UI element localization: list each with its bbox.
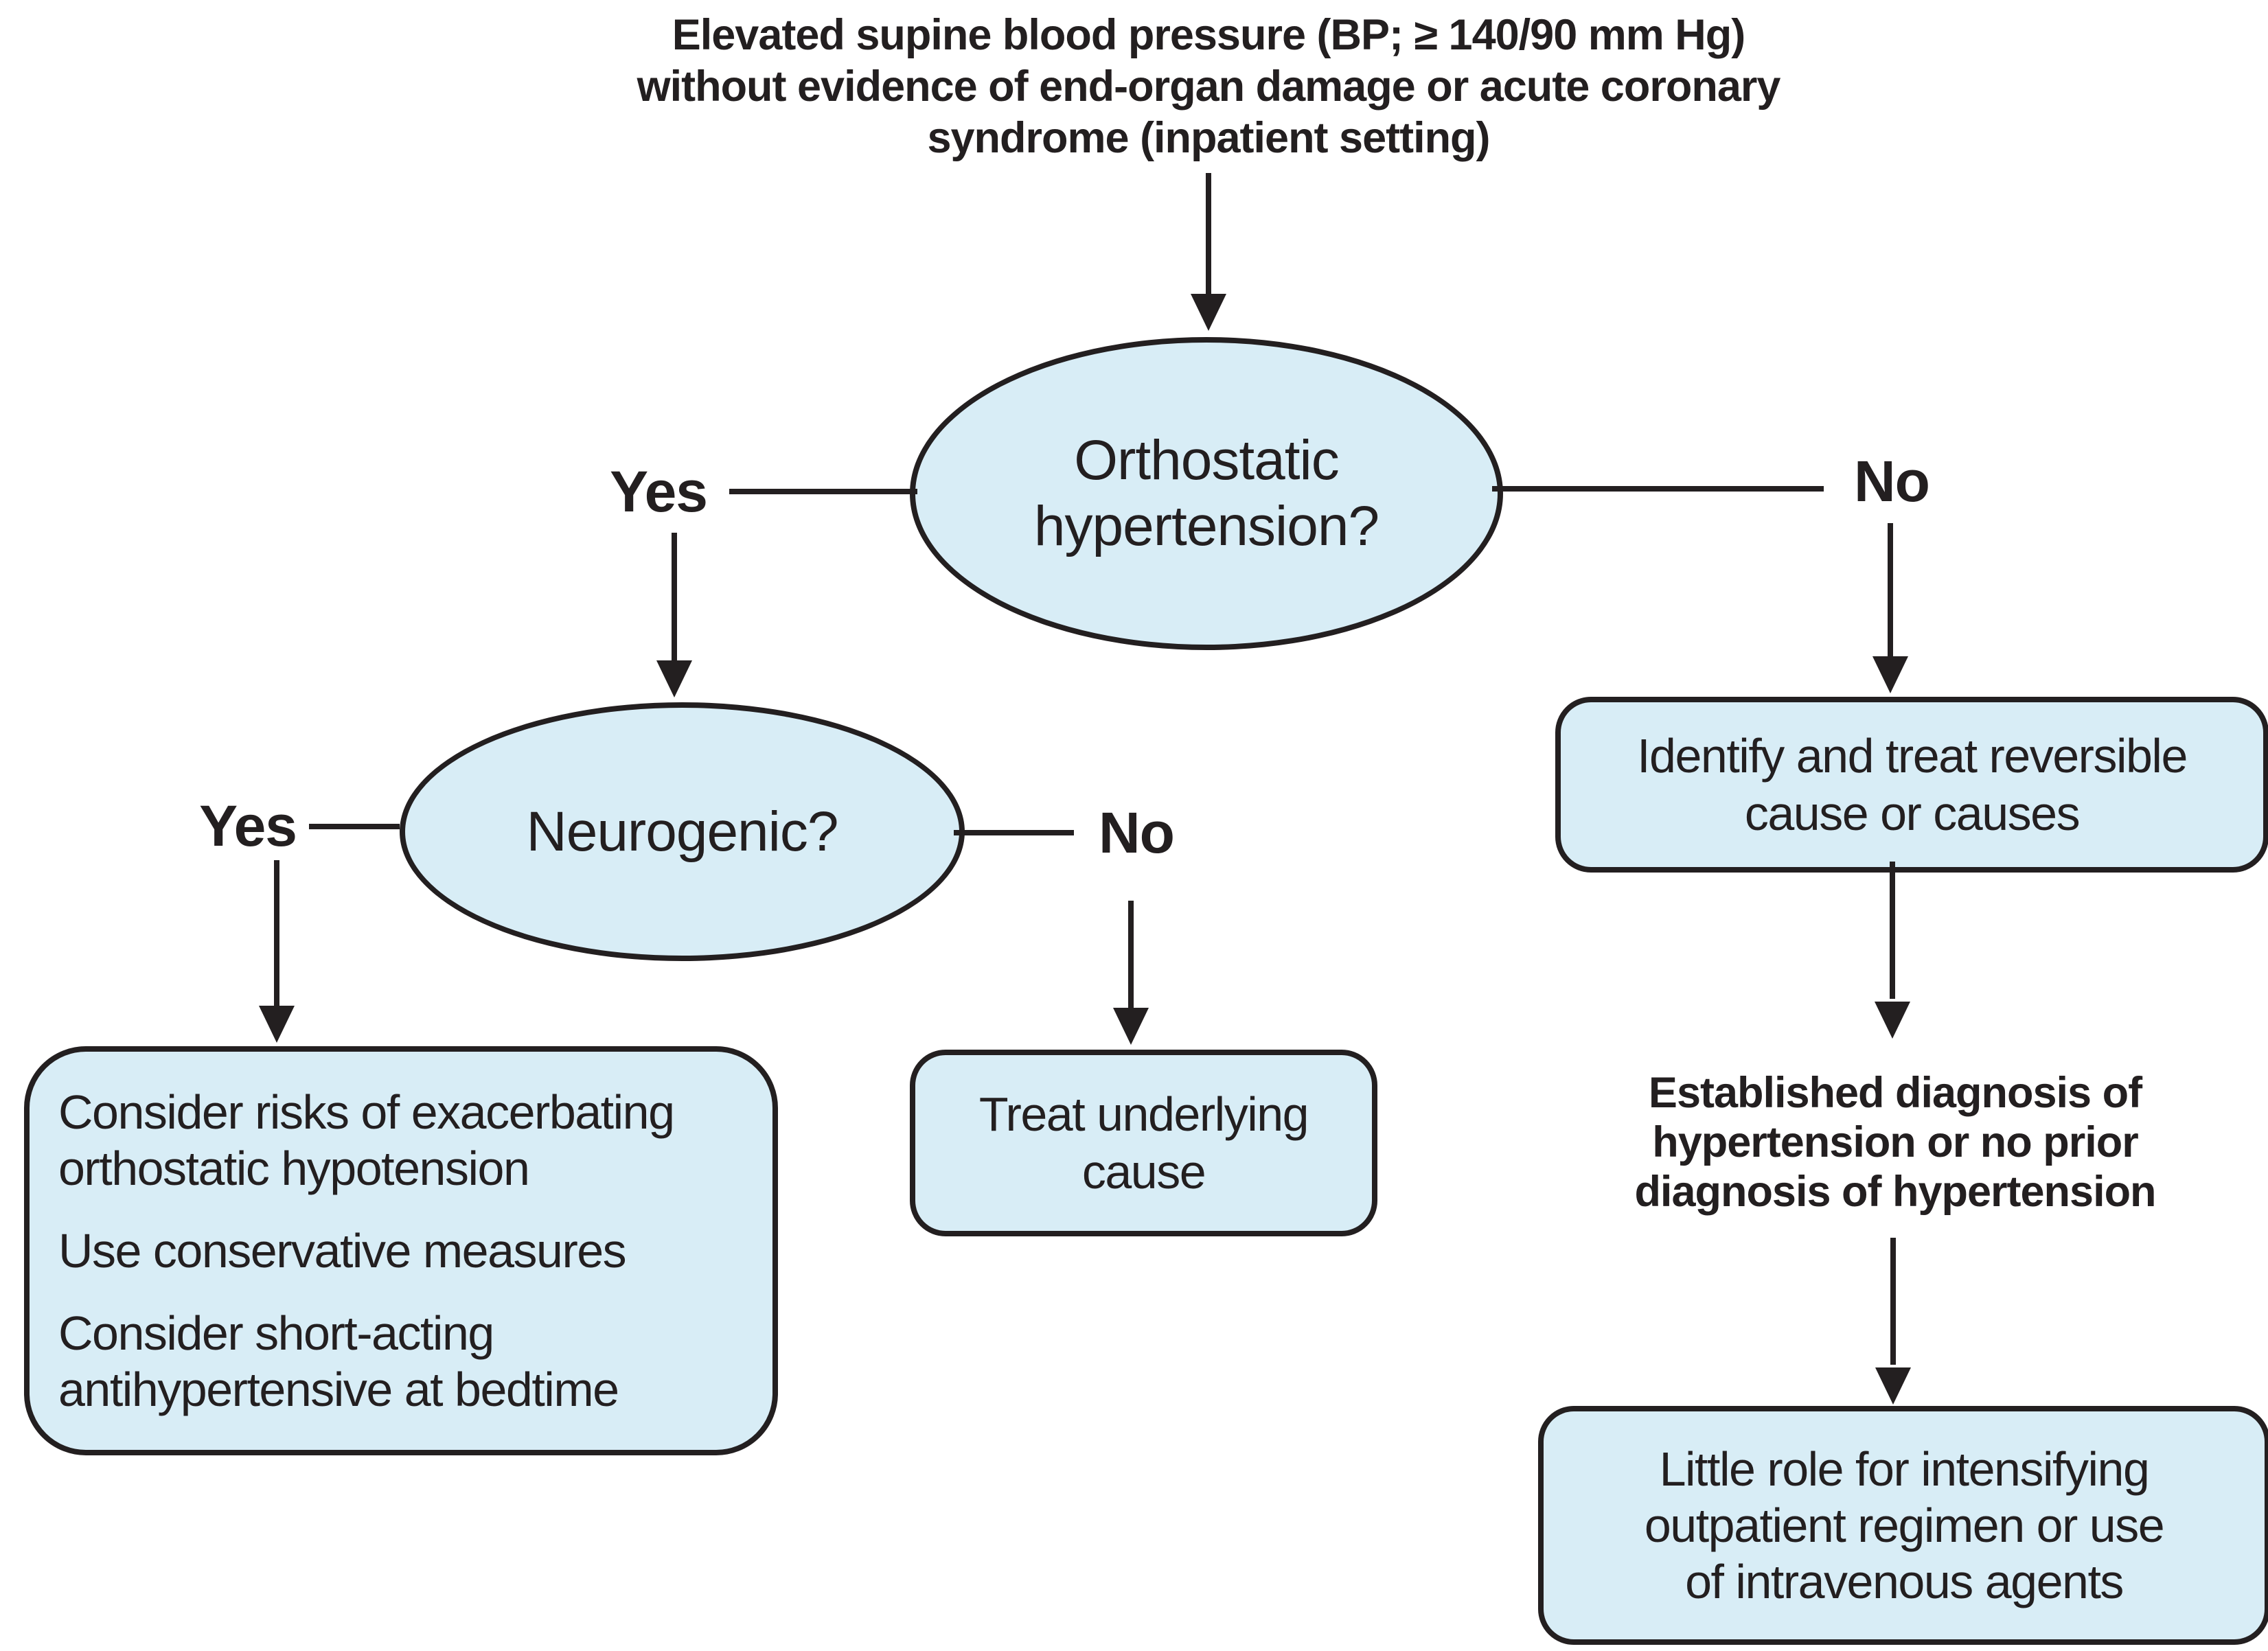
arrowhead-orthostatic-yes <box>656 660 692 697</box>
connector-neurogenic-no-vertical <box>1128 901 1134 1008</box>
branch-label-neurogenic-no: No <box>1099 800 1175 865</box>
connector-orthostatic-yes-horizontal <box>729 489 917 494</box>
arrowhead-established-to-little-role <box>1875 1367 1911 1405</box>
arrowhead-neurogenic-no <box>1113 1008 1149 1045</box>
arrowhead-neurogenic-yes <box>259 1006 295 1043</box>
connector-established-to-little-role <box>1890 1238 1896 1365</box>
decision-orthostatic-hypertension: Orthostatic hypertension? <box>910 337 1503 650</box>
flowchart-title: Elevated supine blood pressure (BP; ≥ 14… <box>637 11 1781 162</box>
connector-identify-to-established <box>1890 862 1895 999</box>
consider-item-exacerbating: Consider risks of exacerbating orthostat… <box>58 1085 675 1195</box>
decision-neurogenic: Neurogenic? <box>400 702 965 961</box>
outcome-box-identify-reversible-cause: Identify and treat reversible cause or c… <box>1555 697 2268 873</box>
connector-orthostatic-no-vertical <box>1888 523 1893 656</box>
branch-label-orthostatic-yes: Yes <box>610 459 708 524</box>
branch-label-orthostatic-no: No <box>1854 449 1930 513</box>
outcome-box-little-role: Little role for intensifying outpatient … <box>1538 1406 2268 1645</box>
connector-orthostatic-yes-vertical <box>672 533 677 660</box>
connector-title-to-orthostatic <box>1206 173 1211 297</box>
consider-item-conservative-measures: Use conservative measures <box>58 1224 627 1278</box>
connector-neurogenic-no-horizontal <box>954 830 1074 835</box>
outcome-box-treat-underlying-cause: Treat underlying cause <box>910 1050 1377 1236</box>
arrowhead-identify-to-established <box>1875 1002 1910 1039</box>
branch-label-neurogenic-yes: Yes <box>199 794 297 858</box>
arrowhead-orthostatic-no <box>1872 656 1908 693</box>
arrowhead-title-to-orthostatic <box>1191 294 1226 331</box>
note-established-diagnosis: Established diagnosis of hypertension or… <box>1634 1069 2156 1216</box>
consider-item-short-acting: Consider short-acting antihypertensive a… <box>58 1306 619 1416</box>
connector-orthostatic-no-horizontal <box>1492 486 1824 492</box>
connector-neurogenic-yes-vertical <box>274 860 279 1006</box>
outcome-box-consider-risks: Consider risks of exacerbating orthostat… <box>24 1046 778 1455</box>
connector-neurogenic-yes-horizontal <box>309 824 400 829</box>
